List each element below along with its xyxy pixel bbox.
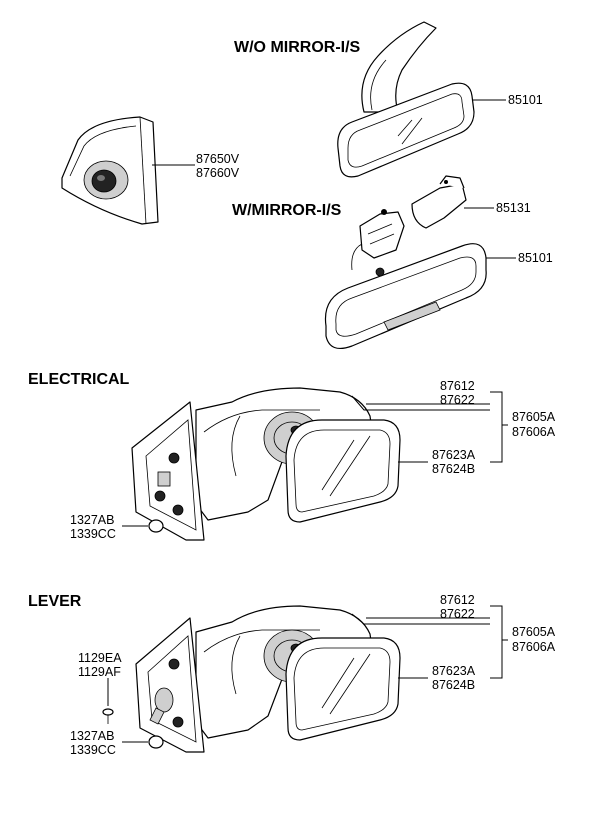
part-number-85131: 85131 (496, 201, 531, 215)
part-number-87624b-lever: 87624B (432, 678, 475, 692)
inside-mirror-drawing (337, 21, 475, 178)
part-number-87606a-electrical: 87606A (512, 425, 556, 439)
part-number-87622-lever: 87622 (440, 607, 475, 621)
part-number-1129af-lever: 1129AF (78, 665, 121, 679)
electrical-mirror-drawing (131, 387, 401, 541)
part-number-87612-electrical: 87612 (440, 379, 475, 393)
part-number-1327ab-electrical: 1327AB (70, 513, 114, 527)
part-number-1129ea-lever: 1129EA (78, 651, 122, 665)
part-number-87650v: 87650V (196, 152, 240, 166)
leader-line (351, 613, 490, 625)
part-number-87605a-electrical: 87605A (512, 410, 556, 424)
nut-drawing (148, 519, 164, 533)
screw-drawing (102, 708, 114, 724)
part-number-87605a-lever: 87605A (512, 625, 556, 639)
mount-cover-drawing (411, 175, 467, 229)
part-number-87660v: 87660V (196, 166, 240, 180)
leader-line (351, 395, 490, 411)
part-number-87624b-electrical: 87624B (432, 462, 475, 476)
part-number-1339cc-lever: 1339CC (70, 743, 116, 757)
bracket-line (490, 391, 503, 463)
part-number-1327ab-lever: 1327AB (70, 729, 114, 743)
part-number-87623a-lever: 87623A (432, 664, 476, 678)
title-lever: LEVER (28, 593, 82, 610)
part-number-87612-lever: 87612 (440, 593, 475, 607)
lever-mirror-drawing (135, 605, 401, 753)
nut-drawing (148, 735, 164, 749)
title-electrical: ELECTRICAL (28, 371, 130, 388)
bracket-line (490, 605, 503, 679)
part-number-1339cc-electrical: 1339CC (70, 527, 116, 541)
title-wo-mirror-is: W/O MIRROR-I/S (234, 39, 361, 56)
title-w-mirror-is: W/MIRROR-I/S (232, 202, 342, 219)
part-number-85101-top: 85101 (508, 93, 543, 107)
part-number-85101-mid: 85101 (518, 251, 553, 265)
inside-mirror-is-drawing (324, 209, 487, 349)
part-number-87622-electrical: 87622 (440, 393, 475, 407)
part-number-87623a-electrical: 87623A (432, 448, 476, 462)
corner-garnish-drawing (61, 116, 159, 225)
part-number-87606a-lever: 87606A (512, 640, 556, 654)
